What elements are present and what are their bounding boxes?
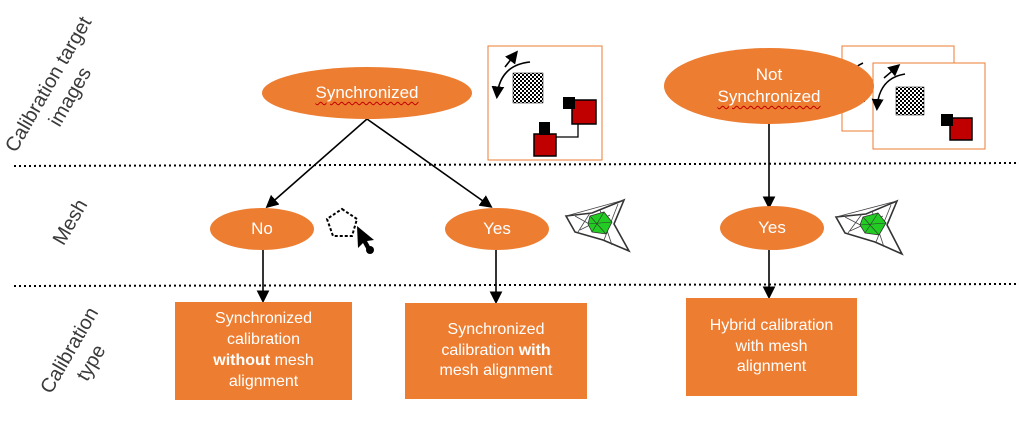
box-without-line2: calibration (227, 331, 300, 349)
oval-no: No (210, 208, 314, 250)
oval-synchronized-label: Synchronized (315, 82, 419, 102)
box-with-line1: Synchronized (447, 320, 545, 338)
oval-no-label: No (251, 218, 273, 238)
rotation-arrow-icon (871, 73, 906, 111)
camera-icon (563, 97, 597, 125)
box-without-line4: alignment (228, 372, 299, 390)
box-with-line3: mesh alignment (439, 362, 553, 380)
box-without-line1: Synchronized (215, 310, 312, 328)
box-with-line2: calibration with (441, 341, 550, 362)
oval-yes-right-label: Yes (758, 217, 786, 237)
oval-yes-left: Yes (445, 208, 549, 250)
box-without-rest: mesh (270, 352, 314, 369)
oval-synchronized: Synchronized (262, 67, 472, 119)
box-without-bold: without (213, 352, 271, 369)
separator-top (13, 162, 1017, 167)
pentagon-cursor-icon (325, 207, 374, 254)
rotation-arrow-icon (491, 61, 531, 100)
oval-not-synchronized: Not Synchronized (664, 48, 874, 124)
oval-not-synchronized-line2: Synchronized (717, 87, 821, 106)
oval-yes-right: Yes (720, 206, 824, 250)
oval-not-synchronized-line1: Not (755, 64, 783, 84)
mesh-model-icon (834, 199, 904, 256)
oval-yes-left-label: Yes (483, 218, 511, 238)
box-hybrid-calibration: Hybrid calibration with mesh alignment (686, 298, 857, 396)
arrow-sync-to-yes (366, 118, 493, 208)
box-hybrid-line3: alignment (736, 358, 807, 376)
box-hybrid-line1: Hybrid calibration (709, 316, 834, 334)
separator-bottom (13, 283, 1017, 287)
box-sync-without-mesh: Synchronized calibration without mesh al… (175, 302, 352, 400)
checkerboard-icon (512, 72, 544, 104)
camera-icon (941, 114, 973, 141)
box-without-line3: without mesh (213, 351, 313, 372)
box-with-line2a: calibration (441, 341, 519, 359)
box-hybrid-line2: with mesh (735, 337, 808, 355)
box-with-bold: with (518, 341, 551, 359)
checkerboard-icon (895, 86, 925, 116)
box-sync-with-mesh: Synchronized calibration with mesh align… (405, 303, 587, 399)
mesh-model-icon (564, 198, 631, 253)
arrow-sync-to-no (265, 118, 368, 209)
camera-icon (533, 122, 557, 157)
